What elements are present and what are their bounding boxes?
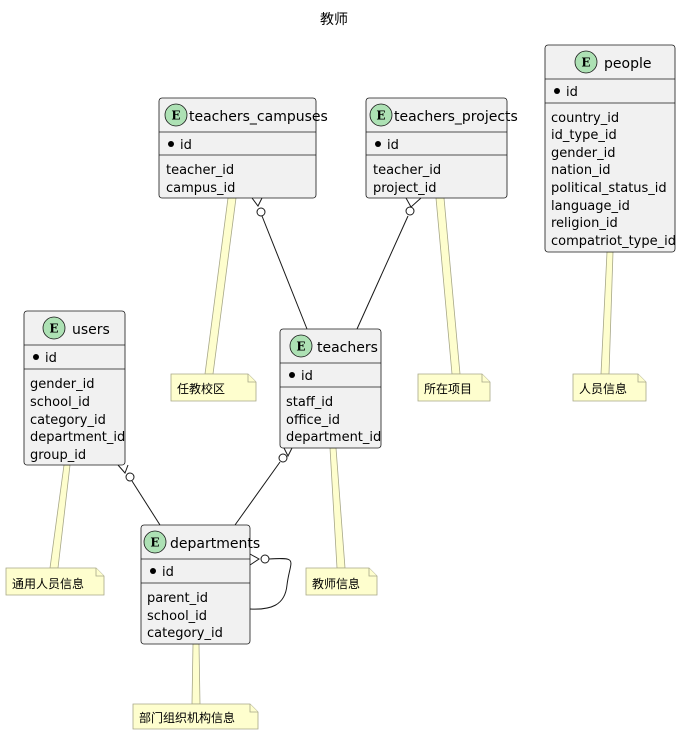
note-teachers-campuses: 任教校区 bbox=[170, 373, 257, 402]
entity-teachers-campuses[interactable]: E teachers_campuses id teacher_id campus… bbox=[158, 97, 328, 199]
entity-people[interactable]: E people id country_id id_type_id gender… bbox=[544, 44, 676, 253]
entity-field: category_id bbox=[147, 626, 223, 641]
many-marker bbox=[249, 553, 260, 566]
entity-icon bbox=[369, 103, 393, 127]
entity-field: department_id bbox=[286, 430, 381, 445]
entity-field: office_id bbox=[286, 413, 340, 428]
note-connector-teachers-campuses bbox=[204, 197, 237, 375]
many-marker bbox=[117, 464, 129, 474]
note-connector-teachers bbox=[329, 447, 346, 569]
relation-users-departments bbox=[131, 480, 161, 526]
note-text: 教师信息 bbox=[312, 576, 360, 591]
entity-field: staff_id bbox=[286, 395, 333, 410]
entity-icon-letter: E bbox=[581, 56, 590, 70]
entity-icon-letter: E bbox=[376, 109, 385, 123]
entity-icon bbox=[42, 316, 66, 340]
entity-icon bbox=[164, 103, 188, 127]
entity-field: parent_id bbox=[147, 591, 208, 606]
entity-icon bbox=[574, 50, 598, 74]
note-text: 任教校区 bbox=[177, 381, 225, 396]
note-text: 人员信息 bbox=[579, 381, 627, 396]
entity-field: campus_id bbox=[166, 181, 235, 196]
entity-icon-letter: E bbox=[171, 109, 180, 123]
many-marker bbox=[405, 197, 422, 208]
entity-icon-letter: E bbox=[150, 536, 159, 550]
entity-name: users bbox=[72, 322, 110, 338]
zero-marker bbox=[405, 206, 415, 216]
entity-icon-letter: E bbox=[49, 322, 58, 336]
entity-field: teacher_id bbox=[373, 163, 441, 178]
entity-users[interactable]: E users id gender_id school_id category_… bbox=[23, 310, 126, 466]
note-text: 部门组织机构信息 bbox=[139, 710, 235, 725]
relation-teachers-departments bbox=[234, 461, 281, 526]
entity-name: teachers_projects bbox=[394, 109, 518, 125]
entity-field: language_id bbox=[551, 199, 630, 214]
note-teachers: 教师信息 bbox=[305, 567, 378, 596]
entity-name: departments bbox=[170, 536, 260, 552]
entity-field: id_type_id bbox=[551, 128, 617, 143]
entity-key: id bbox=[180, 138, 192, 153]
entity-departments[interactable]: E departments id parent_id school_id cat… bbox=[140, 524, 260, 645]
entity-teachers[interactable]: E teachers id staff_id office_id departm… bbox=[279, 328, 382, 449]
entity-icon bbox=[143, 530, 167, 554]
note-text: 所在项目 bbox=[424, 382, 472, 396]
note-departments: 部门组织机构信息 bbox=[132, 703, 259, 730]
entity-field: category_id bbox=[30, 413, 106, 428]
entity-name: teachers_campuses bbox=[189, 109, 328, 125]
entity-name: people bbox=[604, 56, 651, 72]
note-teachers-projects: 所在项目 bbox=[417, 373, 491, 402]
entity-name: teachers bbox=[317, 340, 378, 356]
entity-field: group_id bbox=[30, 448, 86, 463]
many-marker bbox=[251, 197, 263, 207]
entity-field: political_status_id bbox=[551, 181, 667, 196]
note-people: 人员信息 bbox=[572, 373, 647, 402]
entity-key: id bbox=[45, 351, 57, 366]
note-connector-departments bbox=[191, 643, 201, 705]
note-users: 通用人员信息 bbox=[5, 567, 105, 596]
zero-marker bbox=[278, 453, 288, 463]
entity-key: id bbox=[162, 565, 174, 580]
note-text: 通用人员信息 bbox=[12, 576, 84, 591]
entity-key: id bbox=[566, 85, 578, 100]
note-connector-users bbox=[49, 464, 71, 569]
entity-field: project_id bbox=[373, 181, 436, 196]
entity-field: religion_id bbox=[551, 216, 618, 231]
entity-field: country_id bbox=[551, 111, 619, 126]
zero-marker bbox=[256, 207, 266, 217]
entity-icon-letter: E bbox=[296, 340, 305, 354]
entity-field: gender_id bbox=[30, 377, 94, 392]
entity-field: compatriot_type_id bbox=[551, 234, 676, 249]
relation-departments-self bbox=[249, 558, 292, 610]
entity-icon bbox=[289, 334, 313, 358]
many-marker bbox=[283, 447, 293, 458]
relation-teachers-projects-teachers bbox=[356, 215, 409, 330]
entity-field: teacher_id bbox=[166, 163, 234, 178]
entity-field: department_id bbox=[30, 430, 125, 445]
entity-field: school_id bbox=[30, 395, 90, 410]
zero-marker bbox=[260, 554, 270, 564]
note-connector-teachers-projects bbox=[435, 197, 461, 375]
entity-key: id bbox=[301, 369, 313, 384]
zero-marker bbox=[125, 472, 135, 482]
diagram-title: 教师 bbox=[320, 12, 348, 28]
entity-teachers-projects[interactable]: E teachers_projects id teacher_id projec… bbox=[365, 97, 518, 199]
note-connectors bbox=[49, 197, 614, 705]
entity-field: school_id bbox=[147, 609, 207, 624]
entity-key: id bbox=[387, 138, 399, 153]
note-connector-people bbox=[600, 251, 614, 375]
relation-teachers-campuses-teachers bbox=[261, 215, 308, 330]
relationship-lines bbox=[117, 197, 422, 610]
entity-field: nation_id bbox=[551, 163, 610, 178]
entity-field: gender_id bbox=[551, 146, 615, 161]
